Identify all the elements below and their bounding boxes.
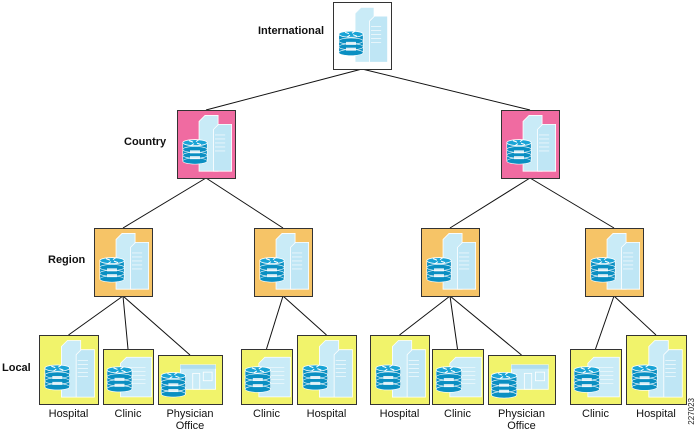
router-icon: [506, 139, 532, 165]
node-local-l3: [158, 355, 223, 405]
office-building-icon: [511, 364, 549, 390]
node-label: Physician Office: [166, 408, 214, 432]
edge-r4-l9: [595, 295, 615, 350]
node-local-l4: [241, 349, 293, 405]
hospital-icon: [44, 340, 95, 398]
building-router-icon: [259, 233, 309, 290]
node-country-c1: [177, 110, 236, 179]
router-icon: [573, 366, 600, 393]
router-icon: [244, 366, 271, 393]
router-icon: [160, 372, 186, 398]
edge-r3-l7: [449, 295, 458, 350]
edge-r3-l8: [449, 295, 522, 356]
hospital-icon: [375, 340, 426, 398]
node-region-r1: [94, 228, 153, 297]
building-icon: [61, 340, 95, 398]
edge-c2-r4: [529, 177, 615, 229]
office-building-icon: [179, 364, 216, 390]
node-label: Clinic: [253, 408, 280, 420]
node-local-l9: [570, 349, 622, 405]
router-icon: [259, 257, 285, 283]
node-label: Hospital: [306, 408, 347, 420]
clinic-icon: [106, 356, 152, 398]
level-label-country: Country: [124, 136, 167, 148]
router-icon: [106, 366, 133, 393]
router-icon: [490, 371, 518, 399]
router-icon: [375, 364, 402, 391]
router-icon: [426, 257, 452, 283]
node-international-intl: [333, 2, 392, 70]
edges-layer: [68, 68, 657, 356]
figure-id: 227023: [687, 398, 696, 425]
router-icon: [590, 257, 616, 283]
building-icon: [606, 233, 640, 290]
clinic-icon: [244, 356, 291, 398]
node-local-l8: [488, 355, 556, 405]
building-router-icon: [590, 233, 640, 290]
node-country-c2: [501, 110, 560, 179]
level-label-local: Local: [2, 362, 31, 374]
building-router-icon: [426, 233, 476, 290]
hospital-icon: [631, 340, 683, 398]
router-icon: [631, 364, 658, 391]
clinic-icon: [573, 356, 620, 398]
edge-r2-l4: [266, 295, 284, 350]
physician-office-icon: [160, 364, 216, 398]
node-label: Clinic: [582, 408, 609, 420]
node-local-l5: [297, 335, 357, 405]
router-icon: [435, 366, 462, 393]
router-icon: [44, 364, 71, 391]
level-label-international: International: [258, 25, 325, 37]
edge-intl-c1: [205, 68, 363, 111]
router-icon: [302, 364, 329, 391]
router-icon: [338, 30, 364, 56]
hospital-icon: [302, 340, 353, 398]
node-local-l10: [626, 335, 687, 405]
node-region-r4: [585, 228, 644, 297]
clinic-icon: [435, 356, 482, 398]
edge-c1-r2: [205, 177, 284, 229]
edge-c1-r1: [122, 177, 207, 229]
node-local-l7: [432, 349, 484, 405]
router-icon: [182, 139, 208, 165]
edge-r3-l6: [399, 295, 451, 336]
edge-r2-l5: [282, 295, 327, 336]
physician-office-icon: [490, 364, 549, 399]
edge-c2-r3: [449, 177, 531, 229]
building-router-icon: [99, 233, 149, 290]
node-local-l1: [39, 335, 99, 405]
router-icon: [99, 257, 125, 283]
node-local-l6: [370, 335, 430, 405]
node-label: Hospital: [636, 408, 676, 420]
node-region-r3: [421, 228, 480, 297]
building-router-icon: [182, 115, 232, 172]
level-label-region: Region: [48, 254, 86, 266]
edge-r1-l1: [68, 295, 124, 336]
node-label: Hospital: [48, 408, 89, 420]
node-label: Clinic: [114, 408, 142, 420]
node-region-r2: [254, 228, 313, 297]
edge-r1-l3: [122, 295, 191, 356]
edge-r1-l2: [122, 295, 129, 350]
building-router-icon: [338, 6, 388, 63]
node-local-l2: [103, 349, 154, 405]
building-icon: [275, 233, 309, 290]
edge-intl-c2: [361, 68, 531, 111]
edge-r4-l10: [613, 295, 657, 336]
node-label: Clinic: [444, 408, 471, 420]
node-label: Hospital: [379, 408, 420, 420]
building-router-icon: [506, 115, 556, 172]
nodes-layer: [39, 2, 687, 405]
node-label: Physician Office: [497, 408, 546, 432]
